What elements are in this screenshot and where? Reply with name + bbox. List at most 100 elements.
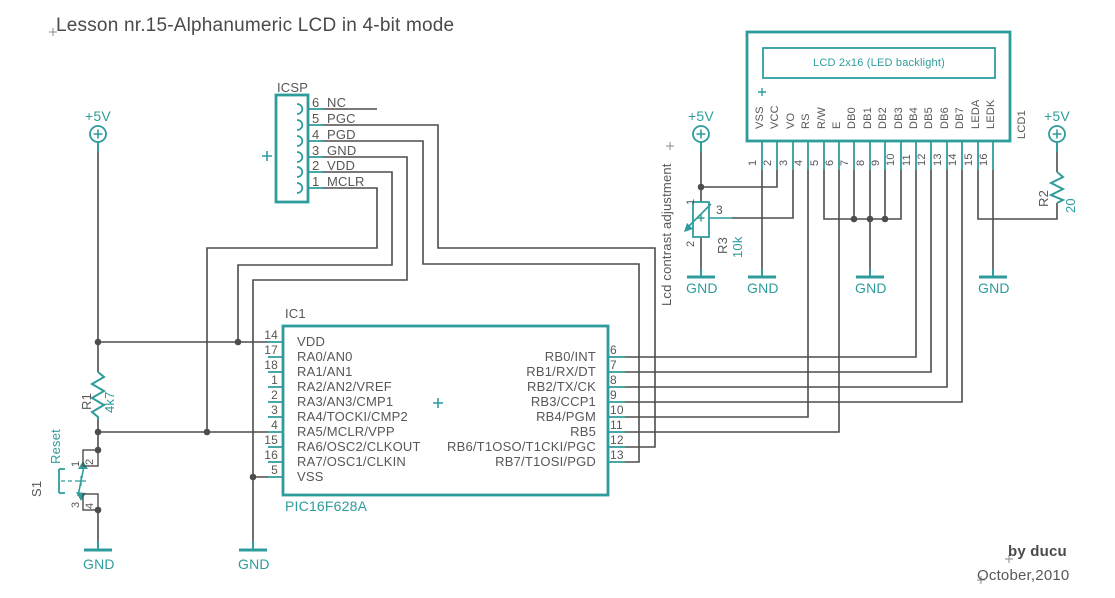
pot-r3-wiper-arm [687, 203, 732, 228]
gnd-label: GND [747, 280, 779, 296]
lcd-pin-name: DB1 [862, 107, 874, 129]
ic-pin-number: 18 [264, 358, 278, 372]
ic-pin-number: 13 [610, 448, 624, 462]
ic-pin-number: 7 [610, 358, 617, 372]
lcd-pin-name: DB7 [954, 107, 966, 129]
icsp-pin-name: GND [327, 143, 357, 158]
gnd-label: GND [238, 556, 270, 572]
lcd-box [745, 30, 1012, 143]
ic-pin-number: 17 [264, 343, 278, 357]
junction-dot [697, 183, 705, 191]
lcd-pin-name: R/W [816, 107, 828, 129]
ic-part-number: PIC16F628A [285, 498, 368, 514]
lcd-pin-number: 7 [839, 159, 851, 166]
lcd-pin-number: 16 [978, 153, 990, 166]
junction-dot [203, 428, 211, 436]
resistor-r2-ref: R2 [1036, 189, 1051, 207]
lcd-pin-name: DB6 [939, 107, 951, 129]
ic-pin-name: RA1/AN1 [297, 364, 353, 379]
net-mclr [206, 187, 378, 432]
gnd-symbol-bars [84, 275, 1007, 552]
pot-r3-plus [697, 214, 705, 222]
resistor-r2-value: 20 [1063, 198, 1078, 213]
pot-r3-body [692, 201, 710, 238]
net-pgc [323, 124, 656, 448]
net-rb1-db5 [625, 170, 932, 373]
gnd-label: GND [855, 280, 887, 296]
gnd-label: GND [978, 280, 1010, 296]
icsp-pin-name: PGC [327, 111, 356, 126]
supply-pin-stubs [97, 142, 1058, 550]
ic-pin-name: RA7/OSC1/CLKIN [297, 454, 407, 469]
ic-box [281, 324, 610, 497]
ic-pin-name: RB1/RX/DT [526, 364, 596, 379]
lcd-display-box [762, 47, 996, 79]
icsp-pin-number: 1 [312, 174, 320, 189]
ic-pin-number: 9 [610, 388, 617, 402]
net-rb2-db6 [625, 170, 948, 388]
ic-pin-number: 1 [271, 373, 278, 387]
switch-pin-number: 4 [84, 502, 96, 509]
icsp-pin-number: 5 [312, 111, 320, 126]
vcc-label: +5V [688, 108, 714, 124]
ic-pin-name: RB5 [570, 424, 596, 439]
pot-r3-value: 10k [730, 236, 745, 258]
lcd-pin-name: DB2 [877, 107, 889, 129]
page-title: Lesson nr.15-Alphanumeric LCD in 4-bit m… [56, 15, 455, 36]
lcd-pin-name: VO [785, 112, 797, 129]
icsp-label: ICSP [277, 80, 309, 95]
lcd-pin-name: DB3 [893, 107, 905, 129]
pot-r3-pin-number: 2 [685, 240, 697, 247]
net-rb5-e [625, 170, 840, 433]
ic-pin-name: RA4/TOCKI/CMP2 [297, 409, 408, 424]
ic-pin-name: RB3/CCP1 [530, 394, 596, 409]
resistor-r1-ref: R1 [79, 392, 94, 410]
ic-pin-name: RA6/OSC2/CLKOUT [297, 439, 421, 454]
ic-pin-name: RA3/AN3/CMP1 [297, 394, 394, 409]
icsp-origin-cross [262, 151, 272, 161]
lcd-display-label: LCD 2x16 (LED backlight) [813, 57, 945, 69]
lcd-pin-number: 8 [855, 159, 867, 166]
junction-dot [94, 338, 102, 346]
lcd-pin-number: 6 [824, 159, 836, 166]
lcd-pin-name: LEDK [985, 99, 997, 129]
icsp-pin-name: NC [327, 95, 347, 110]
ic-origin-cross [433, 398, 443, 408]
gnd-label: GND [686, 280, 718, 296]
net-rw-db0-db3-gnd [823, 170, 902, 277]
lcd-contrast-note: Lcd contrast adjustment [659, 163, 674, 306]
icsp-pin-number: 3 [312, 143, 320, 158]
lcd-pin-name: DB5 [923, 107, 935, 129]
pot-r3-wiper-arrowhead [684, 223, 693, 232]
lcd-pin-number: 2 [762, 159, 774, 166]
net-5v-left [97, 142, 268, 550]
junction-dots [94, 183, 889, 514]
icsp-pin-hooks [296, 103, 304, 194]
lcd-pin-number: 13 [932, 153, 944, 166]
ic-pin-name: RB7/T1OSI/PGD [495, 454, 596, 469]
icsp-pin-name: VDD [327, 158, 356, 173]
switch-pin-number: 1 [70, 460, 82, 467]
ic-ref: IC1 [285, 306, 306, 321]
icsp-header-box [274, 93, 310, 204]
switch-label: Reset [48, 429, 63, 464]
net-vdd-icsp [237, 171, 393, 342]
lcd-pin-name: VCC [769, 105, 781, 129]
pot-r3-pin-number: 1 [685, 198, 697, 205]
lcd-vss-plus-cross [758, 88, 766, 96]
author-credit: by ducu [1008, 543, 1067, 560]
icsp-pin-name: PGD [327, 127, 356, 142]
lcd-pin-number: 4 [793, 159, 805, 166]
vcc-label: +5V [1044, 108, 1070, 124]
net-leda-r2 [977, 170, 1058, 220]
vcc-label: +5V [85, 108, 111, 124]
lcd-pin-number: 5 [809, 159, 821, 166]
ic-pin-number: 5 [271, 463, 278, 477]
lcd-pin-name: VSS [754, 106, 766, 129]
net-lcd-vcc [701, 170, 778, 188]
ic-pin-number: 6 [610, 343, 617, 357]
ic-pin-name: RB2/TX/CK [527, 379, 596, 394]
lcd-pin-number: 14 [947, 153, 959, 166]
